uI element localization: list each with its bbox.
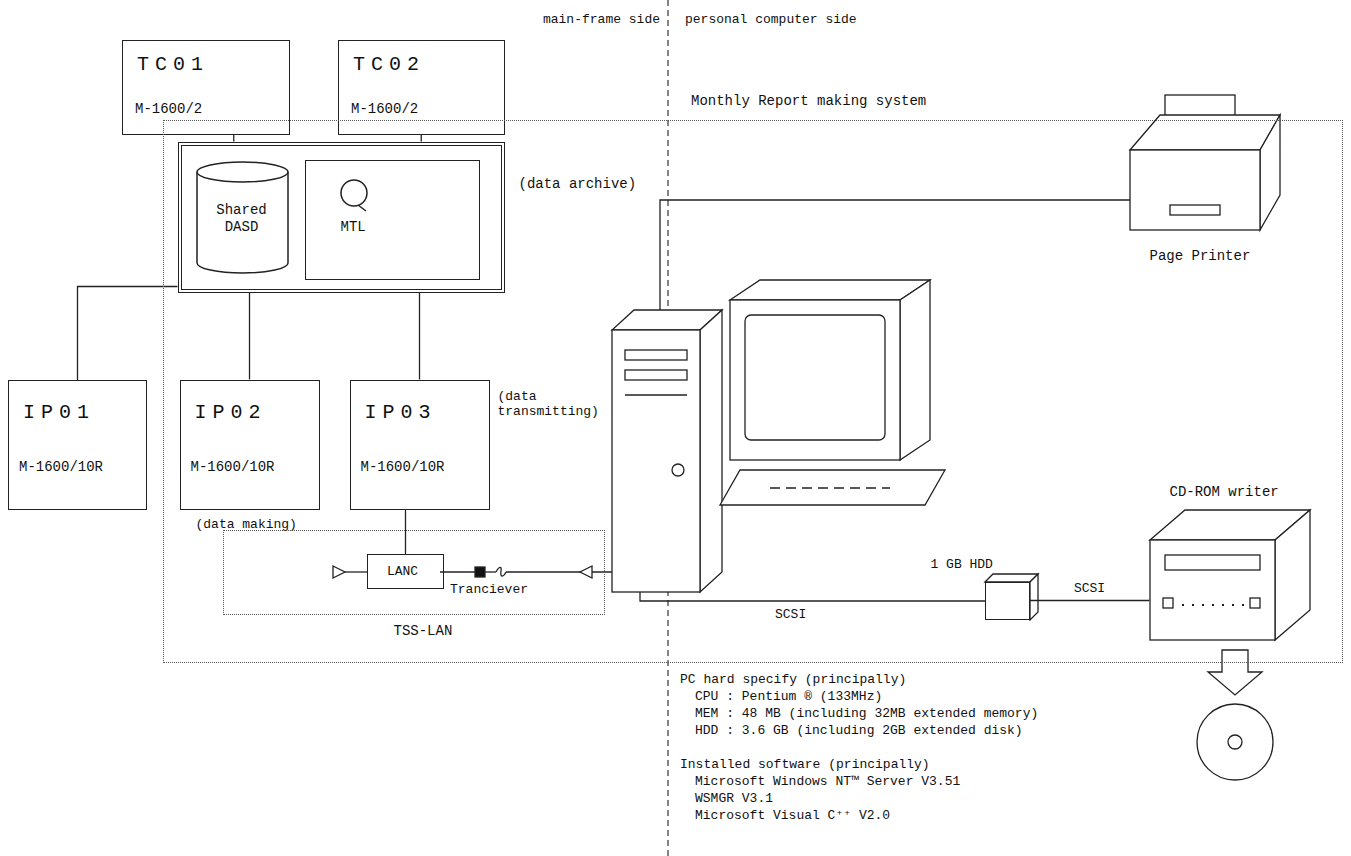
annotation-label: main-frame side — [440, 12, 660, 27]
connector-line — [249, 293, 250, 380]
node-label: LANC — [368, 564, 437, 579]
cd-writer-dots — [1182, 604, 1244, 606]
node-label: Page Printer — [1150, 248, 1251, 265]
lan-terminator — [580, 566, 592, 578]
printer-side — [1260, 115, 1280, 230]
connector-line — [405, 510, 406, 555]
spec-note: PC hard specify (principally) — [680, 672, 906, 687]
node-label: TC01 — [137, 53, 209, 77]
power-button — [672, 464, 684, 476]
reel-circle — [341, 180, 367, 206]
node-box: CD-ROM writer — [1150, 510, 1310, 640]
group-region: Monthly Report making system(data archiv… — [163, 120, 1343, 663]
node-box: MTL — [305, 160, 480, 280]
scsi-wire — [640, 592, 985, 601]
cd-writer-side — [1275, 510, 1310, 640]
node-box: Shared DASD — [195, 160, 290, 275]
monitor-screen — [745, 315, 885, 440]
spec-note: Microsoft Visual C⁺⁺ V2.0 — [695, 808, 890, 823]
node-box: Page Printer — [1130, 100, 1280, 235]
panel-line — [625, 394, 687, 395]
cd-writer-front — [1150, 540, 1275, 640]
node-label: M-1600/2 — [135, 101, 202, 118]
node-label: Monthly Report making system — [691, 93, 926, 110]
annotation-label: Tranciever — [450, 582, 528, 597]
node-box: LANC — [367, 554, 444, 589]
monitor-top — [730, 280, 930, 300]
node-label: TSS-LAN — [394, 623, 453, 640]
tape-reel-symbol — [306, 161, 481, 281]
node-box: IP01M-1600/10R — [8, 380, 147, 510]
cd-disc-hole — [1228, 735, 1242, 749]
keyboard — [720, 470, 945, 505]
reel-tape — [358, 205, 366, 211]
node-label: IP02 — [195, 401, 267, 425]
node-label: IP01 — [23, 401, 95, 425]
cd-writer-button — [1163, 598, 1173, 608]
lan-wire — [345, 571, 368, 572]
node-label: (data archive) — [519, 176, 637, 193]
pc-tower-front — [612, 330, 700, 592]
printer-front — [1130, 150, 1260, 230]
node-label: TC02 — [353, 53, 425, 77]
lan-wire — [440, 571, 475, 572]
artwork — [333, 0, 1310, 856]
node-box: (data archive)Shared DASDMTL — [178, 142, 505, 293]
connector-label: SCSI — [1072, 581, 1107, 596]
cable-break-symbol — [496, 567, 506, 576]
node-label: M-1600/10R — [19, 459, 103, 476]
spec-note: MEM : 48 MB (including 32MB extended mem… — [695, 706, 1038, 721]
spec-note: HDD : 3.6 GB (including 2GB extended dis… — [695, 723, 1023, 738]
spec-note: CPU : Pentium ® (133MHz) — [695, 689, 882, 704]
node-label: (data transmitting) — [498, 389, 603, 419]
node-label: MTL — [341, 219, 366, 236]
printer-slot — [1170, 205, 1220, 215]
cylinder-top — [197, 162, 288, 182]
node-label: Shared DASD — [212, 202, 272, 236]
node-label: CD-ROM writer — [1170, 484, 1279, 501]
output-arrow — [1208, 650, 1262, 695]
keyboard-keys — [770, 487, 890, 488]
node-box: 1 GB HDD — [985, 582, 1030, 620]
drive-bay — [625, 350, 687, 360]
transceiver-symbol — [475, 567, 485, 577]
annotation-label: SCSI — [775, 607, 806, 622]
cd-disc — [1197, 704, 1273, 780]
cd-writer-display — [1165, 555, 1260, 570]
spec-note: Installed software (principally) — [680, 757, 930, 772]
lan-wire — [485, 571, 496, 572]
node-label: IP03 — [365, 401, 437, 425]
lan-terminator — [333, 566, 345, 578]
drive-bay — [625, 370, 687, 380]
spec-note: WSMGR V3.1 — [695, 791, 773, 806]
node-box: IP02M-1600/10R(data making) — [180, 380, 320, 510]
spec-note: Microsoft Windows NT™ Server V3.51 — [695, 774, 960, 789]
group-region: TSS-LANLANC — [223, 530, 605, 615]
node-label: M-1600/2 — [351, 101, 418, 118]
node-label: 1 GB HDD — [931, 557, 993, 572]
annotation-label: personal computer side — [685, 12, 857, 27]
lan-wire — [506, 571, 612, 572]
cylinder-body — [197, 172, 288, 273]
node-label: M-1600/10R — [191, 459, 275, 476]
monitor-front — [730, 300, 900, 460]
cd-writer-button — [1250, 598, 1260, 608]
node-box: IP03M-1600/10R(data transmitting) — [350, 380, 490, 510]
monitor-side — [900, 280, 930, 460]
hdd-side — [1030, 574, 1038, 620]
connector-line — [1030, 600, 1150, 601]
node-label: M-1600/10R — [361, 459, 445, 476]
pc-tower-side — [700, 310, 722, 592]
connector-line — [419, 293, 420, 380]
